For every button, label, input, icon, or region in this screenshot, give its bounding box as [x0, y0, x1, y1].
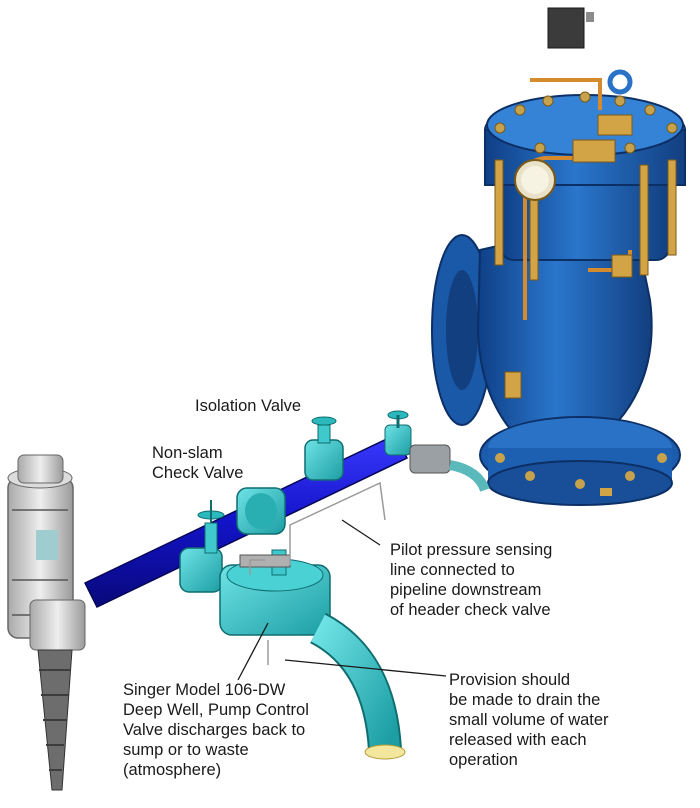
drain-pipe	[309, 612, 406, 760]
drain-provision-label: Provision should be made to drain the sm…	[449, 671, 609, 769]
isolation-valve	[304, 410, 412, 481]
non-slam-check-valve-label: Non-slam Check Valve	[152, 444, 244, 482]
deep-well-pump	[7, 454, 86, 791]
pilot-sensing-line-label: Pilot pressure sensing line connected to…	[390, 541, 553, 619]
sensing-fittings	[409, 444, 490, 492]
pilot-sensing-tubing	[249, 481, 386, 665]
isolation-valve-label: Isolation Valve	[195, 397, 302, 415]
main-control-valve	[431, 7, 686, 506]
singer-valve-label: Singer Model 106-DW Deep Well, Pump Cont…	[123, 681, 309, 779]
non-slam-check-valve	[236, 487, 286, 535]
leader-lines	[237, 519, 447, 681]
singer-106-dw-valve	[219, 549, 331, 636]
branch-isolation-valve	[179, 500, 225, 593]
